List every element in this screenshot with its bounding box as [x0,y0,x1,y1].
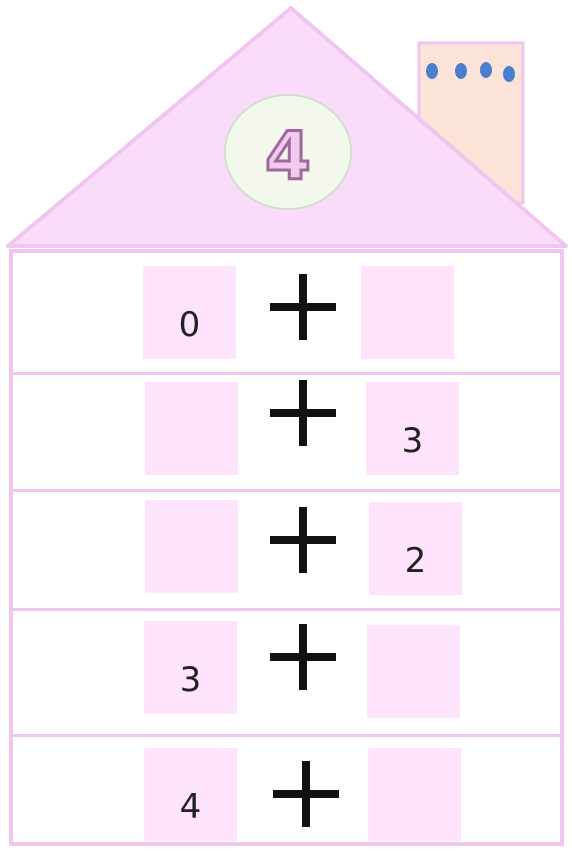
row-divider [11,608,563,611]
smoke-dot-icon [426,63,438,79]
row-divider [11,734,563,737]
right-number-box[interactable] [368,748,461,841]
smoke-dot-icon [455,63,467,79]
plus-sign [270,274,336,340]
right-number-box[interactable]: 3 [366,382,459,475]
left-number-box[interactable] [145,382,238,475]
smoke-dot-icon [480,62,492,78]
right-number-box[interactable] [361,266,454,359]
plus-sign [270,624,336,690]
smoke-dot-icon [503,66,515,82]
right-number-box[interactable] [367,625,460,718]
plus-sign [273,761,339,827]
left-number-box[interactable]: 3 [144,621,237,714]
left-number-box[interactable]: 4 [144,748,237,841]
left-number-box[interactable] [145,500,238,593]
left-number-box[interactable]: 0 [143,266,236,359]
right-number-box[interactable]: 2 [369,502,462,595]
row-divider [11,489,563,492]
row-divider [11,372,563,375]
plus-sign [270,507,336,573]
plus-sign [270,380,336,446]
house-number: 4 [224,100,352,212]
